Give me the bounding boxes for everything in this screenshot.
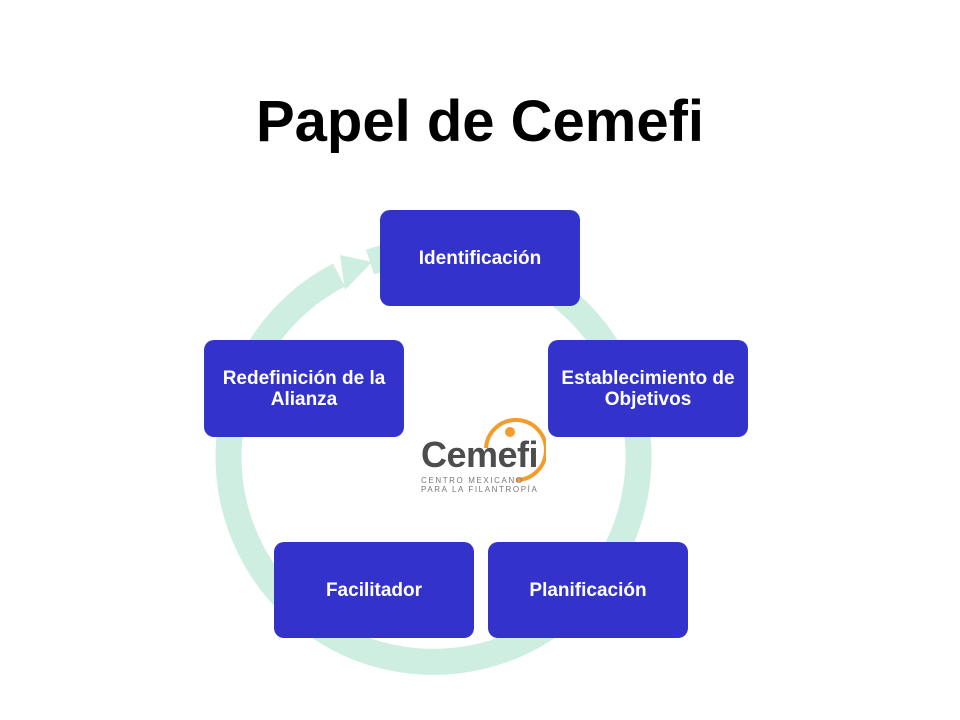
cycle-node-planificacion: Planificación — [488, 542, 688, 638]
node-label: Identificación — [418, 247, 542, 269]
cycle-node-redefinicion: Redefinición de la Alianza — [204, 340, 404, 437]
page-title: Papel de Cemefi — [255, 89, 705, 154]
logo-subtitle-line1: CENTRO MEXICANO — [421, 476, 524, 485]
node-label: Redefinición de la Alianza — [222, 367, 386, 410]
cycle-node-identificacion: Identificación — [380, 210, 580, 306]
logo-wordmark: Cemefi — [421, 434, 539, 475]
node-label: Establecimiento de Objetivos — [561, 367, 735, 410]
node-label: Facilitador — [325, 579, 423, 601]
cycle-arrowhead — [340, 255, 372, 290]
logo-subtitle-line2: PARA LA FILANTROPÍA — [421, 485, 539, 494]
logo-ring-icon — [484, 418, 546, 482]
cemefi-logo: Cemefi CENTRO MEXICANO PARA LA FILANTROP… — [412, 410, 546, 494]
cycle-node-facilitador: Facilitador — [274, 542, 474, 638]
node-label: Planificación — [529, 579, 647, 601]
cycle-node-establecimiento: Establecimiento de Objetivos — [548, 340, 748, 437]
